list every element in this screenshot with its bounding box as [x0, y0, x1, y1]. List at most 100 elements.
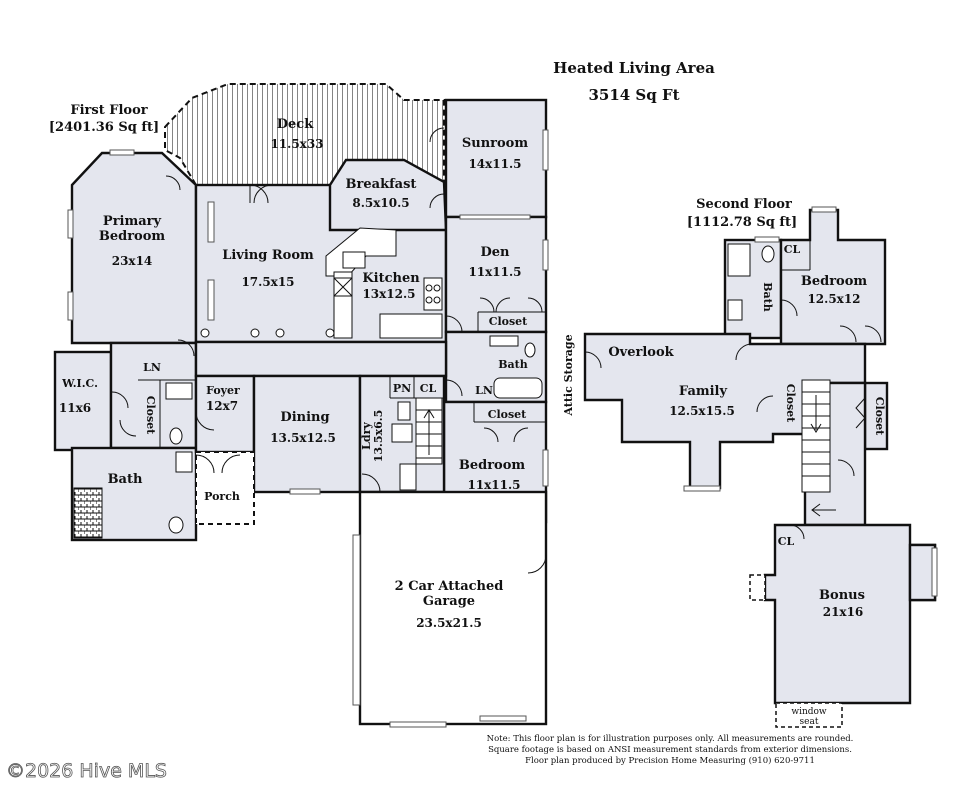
window [931, 547, 938, 597]
door-swing [756, 395, 774, 413]
primary-bedroom-label-1: Primary [103, 214, 162, 229]
bedroom-closet-label: Closet [488, 408, 527, 421]
vanity [165, 382, 193, 400]
fridge [333, 277, 353, 297]
burner [425, 296, 433, 304]
door-swing [837, 459, 855, 477]
porch-label: Porch [204, 490, 240, 503]
garage-label-1: 2 Car Attached [395, 579, 504, 594]
door-swing [249, 184, 269, 204]
bonus-label: Bonus [819, 588, 865, 603]
door-swing [483, 427, 529, 443]
breakfast-area [328, 158, 448, 232]
vanity [489, 335, 519, 347]
burner [425, 284, 433, 292]
dormer [749, 574, 766, 601]
tub-area [73, 487, 103, 539]
window [67, 209, 74, 239]
sink [342, 251, 366, 269]
shower [727, 243, 751, 277]
window [207, 201, 215, 243]
window [289, 488, 321, 495]
closet-left-label: Closet [144, 396, 157, 435]
watermark-text: ©2026 Hive MLS [6, 760, 167, 782]
bedroom-dims: 11x11.5 [467, 478, 520, 492]
bath-left-label: Bath [108, 472, 143, 487]
door-swing [789, 524, 805, 540]
attic-storage-label: Attic Storage [562, 334, 575, 416]
note-line-1: Note: This floor plan is for illustratio… [487, 734, 854, 744]
window-seat [775, 702, 843, 728]
column [325, 328, 335, 338]
toilet [168, 516, 184, 534]
garage-label-2: Garage [423, 594, 475, 609]
window [207, 279, 215, 321]
door-swing [361, 473, 381, 493]
window [811, 206, 837, 213]
den-closet-label: Closet [489, 315, 528, 328]
window [67, 291, 74, 321]
door-swing [479, 297, 543, 313]
window-seat-label-1: window [791, 707, 827, 717]
counter [379, 313, 443, 339]
laundry-dims: 13.5x6.5 [372, 410, 385, 463]
note-line-2: Square footage is based on ANSI measurem… [488, 745, 852, 755]
wic-area [53, 350, 113, 452]
first-floor [53, 83, 549, 728]
second-floor [583, 206, 938, 728]
primary-bedroom-dims: 23x14 [112, 254, 153, 268]
closet-b-label: Closet [873, 397, 886, 436]
den-label: Den [481, 245, 511, 260]
laundry-label: Ldry [360, 422, 373, 450]
family-area [583, 332, 867, 490]
window [754, 236, 780, 243]
deck-dims: 11.5x33 [270, 137, 323, 151]
second-bedroom-label: Bedroom [801, 274, 868, 289]
door-swing [429, 193, 445, 209]
breakfast-label: Breakfast [346, 177, 417, 192]
porch-area [195, 451, 255, 525]
range [423, 277, 443, 311]
second-bedroom-dims: 12.5x12 [807, 292, 860, 306]
door-swing [527, 554, 547, 574]
door-swing [119, 419, 137, 437]
window [479, 715, 527, 722]
door-swing [195, 454, 215, 474]
bedroom-label: Bedroom [459, 458, 526, 473]
heated-area-title: Heated Living Area [553, 59, 715, 77]
washer [391, 423, 413, 443]
second-bath-label: Bath [761, 282, 774, 312]
first-floor-area: [2401.36 Sq ft] [49, 120, 159, 135]
heated-area-sqft: 3514 Sq Ft [588, 86, 679, 104]
burner [433, 284, 441, 292]
door-swing [445, 379, 463, 397]
sunroom-dims: 14x11.5 [468, 157, 521, 171]
wic-label: W.I.C. [61, 377, 98, 390]
family-label: Family [679, 384, 728, 399]
kitchen-dims: 13x12.5 [362, 287, 415, 301]
door-swing [177, 339, 195, 357]
second-stairs [801, 379, 836, 517]
door-swing [429, 127, 445, 143]
burner [433, 296, 441, 304]
door-swing [839, 325, 857, 343]
window [683, 485, 721, 492]
column [275, 328, 285, 338]
window-seat-label-2: seat [800, 717, 819, 727]
sunroom-label: Sunroom [462, 136, 528, 151]
kitchen-label: Kitchen [362, 271, 420, 286]
cl-label: CL [420, 382, 437, 395]
garage-dims: 23.5x21.5 [416, 616, 482, 630]
vanity [727, 299, 743, 321]
door-swing [221, 454, 241, 474]
dining-dims: 13.5x12.5 [270, 431, 336, 445]
door-swing [253, 184, 273, 204]
door-swing [735, 343, 753, 361]
foyer-label: Foyer [206, 384, 240, 397]
dryer [397, 401, 411, 421]
breakfast-dims: 8.5x10.5 [352, 196, 409, 210]
bonus-wing [908, 543, 937, 602]
den-dims: 11x11.5 [468, 265, 521, 279]
cl-top-label: CL [784, 243, 801, 256]
